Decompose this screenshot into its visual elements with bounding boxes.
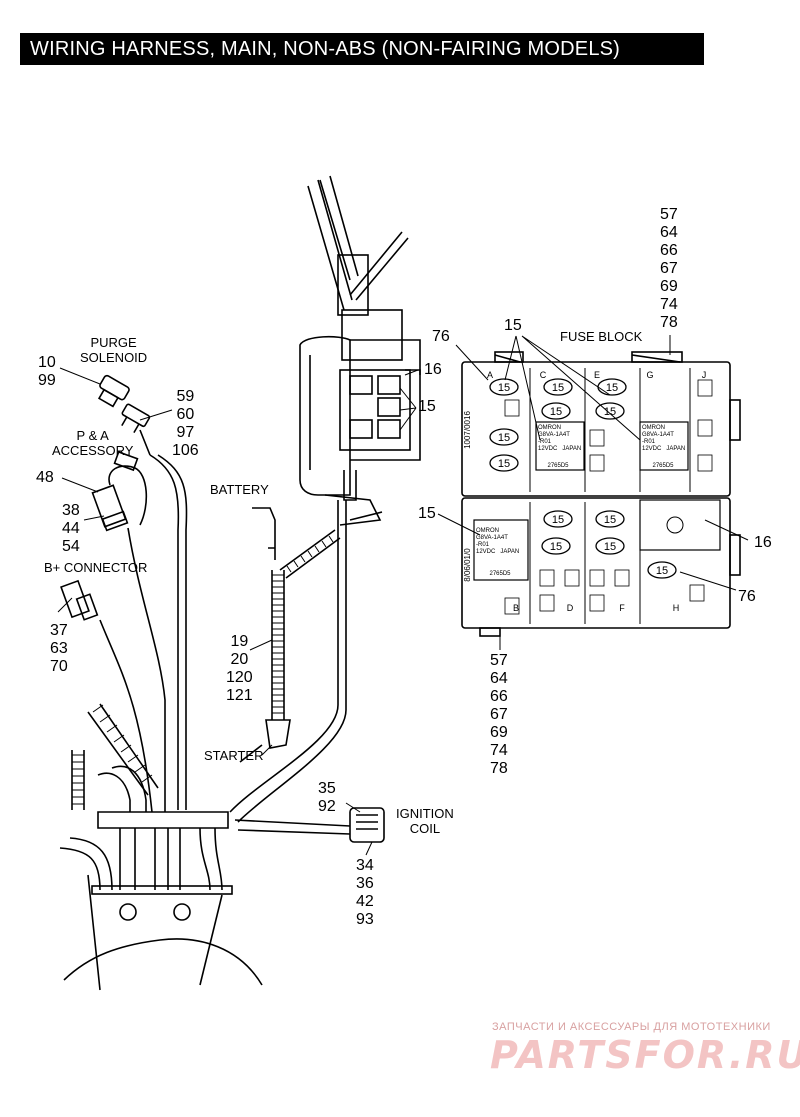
- fuse-block: [461, 351, 741, 637]
- fuse-block-refs-top: 57 64 66 67 69 74 78: [660, 206, 678, 331]
- pa-wire: [127, 527, 166, 812]
- fuse-label: 15: [606, 382, 618, 394]
- plate-hole-left: [119, 903, 137, 921]
- frame-rail-left: [87, 874, 101, 991]
- ref-15: 15: [504, 317, 522, 334]
- relay-bottom-right: [639, 499, 721, 551]
- relay-code: 2765D5: [547, 463, 569, 469]
- bplus-connector: [60, 579, 90, 619]
- fuse-block-refs-bottom: 57 64 66 67 69 74 78: [490, 652, 508, 777]
- relay-text: OMRON G8VA-1A4T -R01 12VDC JAPAN: [642, 425, 686, 452]
- starter-terminal: [265, 719, 291, 749]
- ref-15: 15: [418, 398, 436, 415]
- column-letter: D: [567, 603, 574, 613]
- conduit-left: [71, 750, 85, 810]
- relay-top-left: [535, 421, 585, 471]
- purge-solenoid-label: PURGE SOLENOID: [80, 335, 148, 365]
- fuse-label: 15: [604, 541, 616, 553]
- column-letter: A: [487, 370, 493, 380]
- electrical-module: [299, 335, 351, 496]
- column-letter: H: [673, 603, 680, 613]
- column-letter: F: [619, 603, 625, 613]
- rod-2: [319, 175, 359, 281]
- column-letter: C: [540, 370, 547, 380]
- pa-refs: 38 44 54: [62, 502, 80, 555]
- side-code: 8/06/01/0: [463, 548, 472, 582]
- bplus-wire: [99, 619, 153, 813]
- bplus-refs: 37 63 70: [50, 622, 68, 675]
- cable-refs: 19 20 120 121: [226, 633, 253, 704]
- purge-refs: 10 99: [38, 354, 56, 389]
- column-letter: J: [702, 370, 707, 380]
- fuse-label: 15: [604, 406, 616, 418]
- fuse-label: 15: [552, 514, 564, 526]
- frame-rail-right: [199, 894, 223, 986]
- relay-top-right: [639, 421, 689, 471]
- fuse-block-label: FUSE BLOCK: [560, 329, 643, 344]
- bplus-connector-label: B+ CONNECTOR: [44, 560, 148, 575]
- page-title: WIRING HARNESS, MAIN, NON-ABS (NON-FAIRI…: [20, 33, 704, 65]
- column-letter: G: [646, 370, 653, 380]
- ignition-connector: [349, 807, 385, 843]
- battery-cable: [252, 507, 276, 560]
- relay-code: 2765D5: [489, 571, 511, 577]
- mounting-plate: [91, 885, 233, 895]
- purge-solenoid: [97, 374, 130, 408]
- starter-label: STARTER: [204, 748, 264, 763]
- plate-hole-right: [173, 903, 191, 921]
- ignition-refs-bottom: 34 36 42 93: [356, 857, 374, 928]
- pa-ref: 48: [36, 469, 54, 486]
- rod-3: [349, 231, 409, 301]
- watermark-logo: PARTSFOR.RU: [490, 1033, 800, 1077]
- hose-fitting: [121, 403, 151, 434]
- relay-text: OMRON G8VA-1A4T -R01 12VDC JAPAN: [476, 528, 520, 555]
- fuse-label: 15: [550, 541, 562, 553]
- fuse-label: 15: [498, 432, 510, 444]
- fuse-label: 15: [552, 382, 564, 394]
- ref-15: 15: [418, 505, 436, 522]
- fuse-label: 15: [656, 565, 668, 577]
- column-letter: B: [513, 603, 519, 613]
- pa-loop: [108, 465, 148, 526]
- ref-16: 16: [754, 534, 772, 551]
- pa-accessory-label: P & A ACCESSORY: [52, 428, 134, 458]
- ignition-refs-top: 35 92: [318, 780, 336, 815]
- fuse-label: 15: [550, 406, 562, 418]
- ref-16: 16: [424, 361, 442, 378]
- fuse-label: 15: [604, 514, 616, 526]
- fuse-label: 15: [498, 458, 510, 470]
- pa-connector: [91, 484, 127, 528]
- frame-tube: [63, 938, 263, 986]
- relay-bracket: [339, 369, 411, 451]
- harness-trunk: [59, 847, 101, 891]
- conduit-to-module: [279, 529, 341, 579]
- purge-wire: [149, 454, 180, 810]
- ref-76: 76: [738, 588, 756, 605]
- watermark-tagline: ЗАПЧАСТИ И АКСЕССУАРЫ ДЛЯ МОТОТЕХНИКИ: [492, 1021, 771, 1033]
- relay-text: OMRON G8VA-1A4T -R01 12VDC JAPAN: [538, 425, 582, 452]
- relay-bottom-left: [473, 519, 529, 581]
- rod-1: [307, 179, 353, 311]
- fuse-label: 15: [498, 382, 510, 394]
- relay-code: 2765D5: [652, 463, 674, 469]
- main-wire: [229, 500, 347, 823]
- ignition-wire: [234, 819, 351, 835]
- battery-label: BATTERY: [210, 482, 269, 497]
- fitting-refs: 59 60 97 106: [172, 388, 199, 459]
- ignition-coil-label: IGNITION COIL: [396, 806, 454, 836]
- ref-76: 76: [432, 328, 450, 345]
- side-code: 1007/0016: [463, 411, 472, 449]
- column-letter: E: [594, 370, 600, 380]
